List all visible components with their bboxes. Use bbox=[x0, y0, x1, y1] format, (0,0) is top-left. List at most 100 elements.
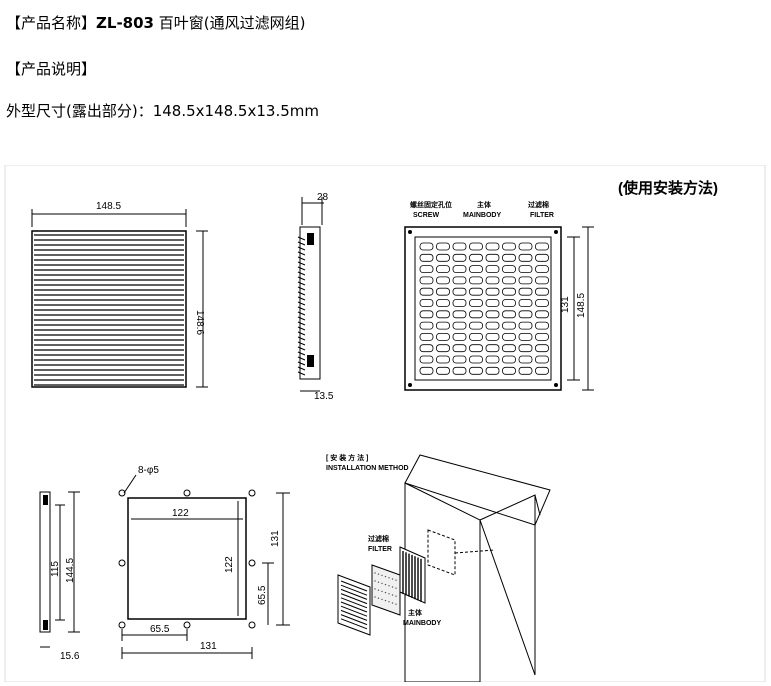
grid-opening bbox=[452, 344, 467, 353]
grid-opening bbox=[469, 265, 483, 273]
iso-filter-dot bbox=[388, 601, 390, 603]
grid-opening bbox=[469, 299, 483, 307]
grid-opening bbox=[485, 355, 500, 364]
grid-opening bbox=[419, 253, 434, 262]
iso-filter-dot bbox=[395, 603, 397, 605]
iso-filter-dot bbox=[381, 582, 383, 585]
side-rib bbox=[297, 266, 306, 271]
iso-grille-slats bbox=[340, 580, 368, 630]
iso-grille-slat bbox=[340, 605, 368, 617]
side-rib bbox=[297, 271, 306, 276]
grid-opening bbox=[469, 366, 483, 375]
grid-opening bbox=[535, 344, 549, 353]
back-grid bbox=[419, 242, 549, 375]
iso-filter-dot bbox=[384, 583, 387, 586]
front-slats bbox=[34, 234, 184, 386]
filter-label: FILTER bbox=[530, 212, 554, 219]
grid-opening bbox=[469, 332, 483, 341]
grid-opening bbox=[502, 287, 516, 296]
grid-opening bbox=[452, 366, 467, 375]
iso-filter-dots bbox=[374, 572, 397, 605]
grid-opening bbox=[535, 310, 549, 319]
side-rib bbox=[297, 251, 306, 256]
iso-filter-label-cn: 过滤棉 bbox=[368, 534, 389, 543]
side-rib bbox=[297, 351, 306, 356]
iso-filter-dot bbox=[381, 574, 383, 577]
technical-drawing: (使用安装方法) 148.5 148.6 28 13.5 螺丝固定孔位 SCRE… bbox=[0, 164, 771, 683]
iso-filter-dot bbox=[388, 593, 390, 595]
filter-label-cn: 过滤棉 bbox=[528, 200, 549, 209]
grid-opening bbox=[518, 332, 533, 341]
iso-filter-dot bbox=[381, 598, 383, 601]
grid-opening bbox=[535, 242, 549, 251]
iso-grille-slat bbox=[340, 597, 368, 609]
grid-opening bbox=[502, 253, 516, 262]
grid-opening bbox=[485, 265, 500, 273]
iso-grille-slat bbox=[340, 593, 368, 605]
product-name-label: 【产品名称】 bbox=[6, 14, 97, 32]
grid-opening bbox=[436, 299, 450, 307]
side-rib bbox=[297, 306, 306, 311]
grid-opening bbox=[518, 366, 533, 375]
iso-filter-dot bbox=[395, 579, 397, 581]
grid-opening bbox=[436, 253, 450, 262]
grid-opening bbox=[436, 355, 450, 364]
side-rib bbox=[297, 241, 306, 246]
side-ribs bbox=[297, 236, 306, 376]
side-bottom-label: 13.5 bbox=[314, 391, 334, 402]
iso-filter-dot bbox=[391, 594, 394, 596]
iso-filter-dot bbox=[374, 572, 376, 574]
side-rib bbox=[297, 281, 306, 286]
side2-inner-label: 115 bbox=[50, 561, 61, 577]
hole-span-v-label: 131 bbox=[270, 530, 281, 547]
side-rib bbox=[297, 246, 306, 251]
back-inner-label: 131 bbox=[560, 296, 571, 313]
side-rib bbox=[297, 316, 306, 321]
grid-opening bbox=[436, 276, 450, 285]
side-rib bbox=[297, 261, 306, 266]
grid-opening bbox=[502, 344, 516, 353]
side2-bottom-label: 15.6 bbox=[60, 651, 80, 662]
grid-opening bbox=[452, 321, 467, 330]
iso-filter-dot bbox=[374, 588, 376, 590]
iso-filter-label: FILTER bbox=[368, 546, 392, 553]
grid-opening bbox=[419, 332, 434, 341]
grid-opening bbox=[485, 366, 500, 375]
iso-filter-dot bbox=[391, 578, 394, 580]
back-view: 螺丝固定孔位 SCREW 主体 MAINBODY 过滤棉 FILTER 131 … bbox=[404, 200, 594, 391]
mounting-holes bbox=[118, 489, 256, 629]
grid-opening bbox=[518, 276, 533, 285]
grid-opening bbox=[535, 366, 549, 375]
iso-grille-slat bbox=[340, 601, 368, 613]
side-rib bbox=[297, 356, 306, 361]
grid-opening bbox=[469, 355, 483, 364]
side-view-2: 115 144.5 15.6 bbox=[39, 491, 80, 662]
iso-filter-dot bbox=[384, 599, 387, 602]
side-rib bbox=[297, 256, 306, 261]
grid-opening bbox=[469, 253, 483, 262]
hole-label: 8-φ5 bbox=[138, 465, 159, 476]
hole-half-h-label: 65.5 bbox=[150, 624, 170, 635]
product-name-text: 百叶窗(通风过滤网组) bbox=[154, 14, 306, 32]
grid-opening bbox=[502, 355, 516, 364]
cutout-height-label: 122 bbox=[224, 556, 235, 573]
grid-opening bbox=[535, 299, 549, 307]
iso-grille-slat bbox=[340, 584, 368, 596]
grid-opening bbox=[469, 287, 483, 296]
panel-cutout-view: 8-φ5 122 122 131 65.5 65.5 131 bbox=[118, 465, 290, 659]
method-label: INSTALLATION METHOD bbox=[326, 465, 409, 472]
side2-outer-label: 144.5 bbox=[65, 558, 76, 583]
grid-opening bbox=[436, 242, 450, 251]
grid-opening bbox=[419, 242, 434, 251]
iso-filter-dot bbox=[395, 587, 397, 589]
iso-filter-dot bbox=[391, 586, 394, 588]
grid-opening bbox=[502, 310, 516, 319]
size-value: 148.5x148.5x13.5mm bbox=[152, 102, 319, 120]
grid-opening bbox=[485, 299, 500, 307]
front-width-label: 148.5 bbox=[96, 201, 121, 212]
iso-filter-dot bbox=[377, 581, 380, 583]
grid-opening bbox=[535, 332, 549, 341]
iso-filter-dot bbox=[377, 573, 380, 575]
side-rib bbox=[297, 296, 306, 301]
side-rib bbox=[297, 291, 306, 296]
